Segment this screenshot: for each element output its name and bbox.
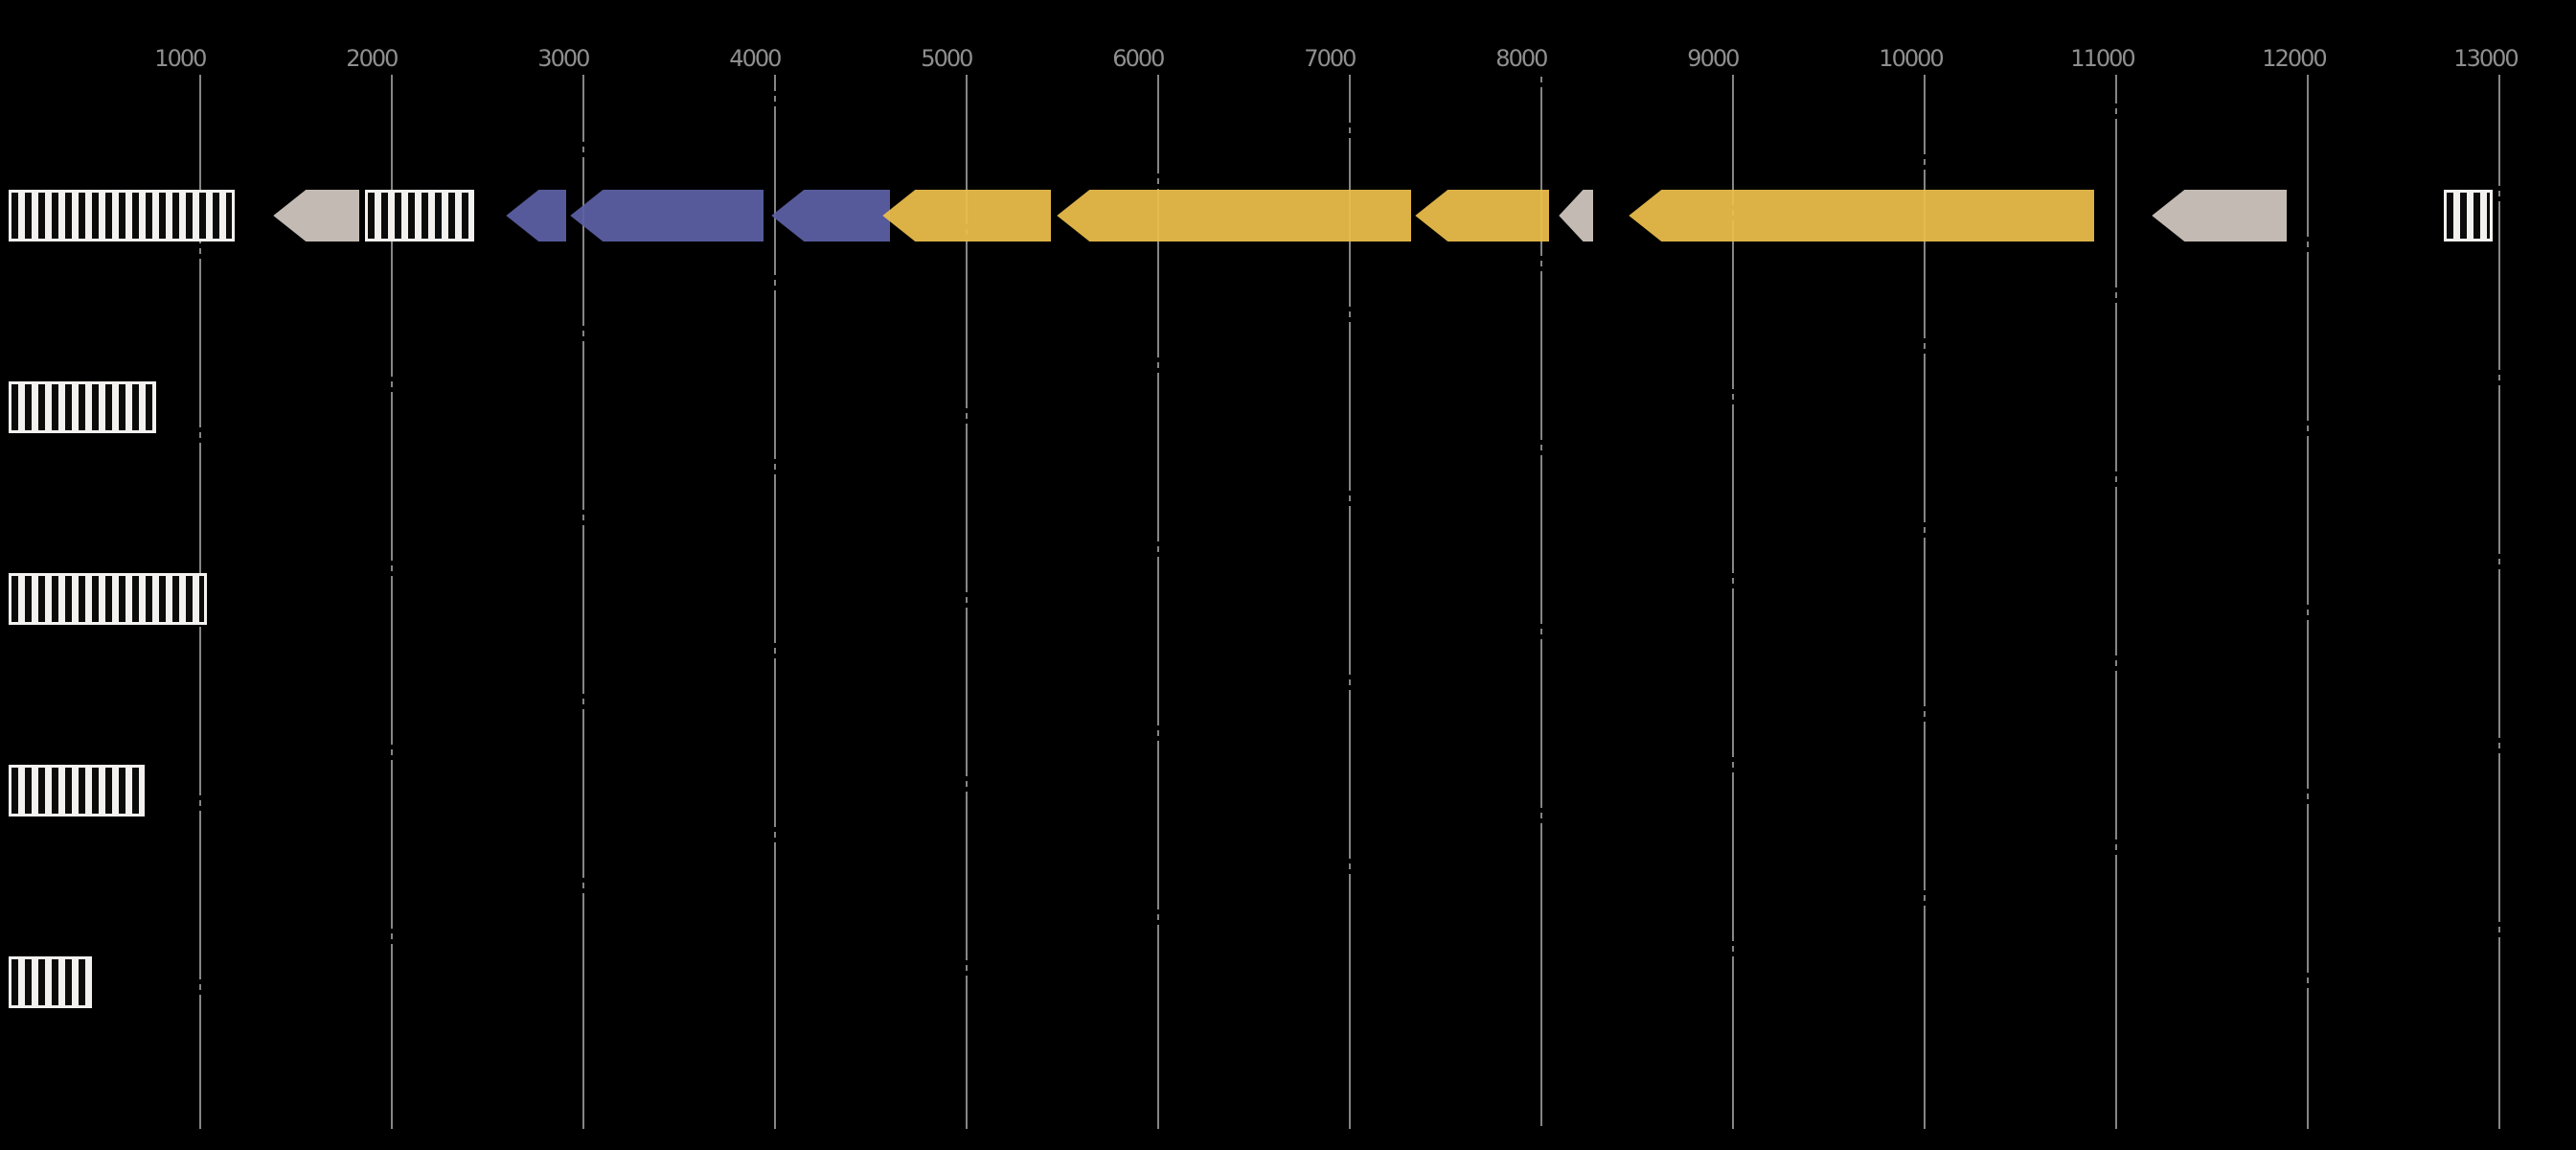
gridline-5000 <box>966 75 969 1129</box>
gene-arrow-purple <box>771 190 891 242</box>
gene-arrow-purple <box>506 190 567 242</box>
gridline-13000 <box>2498 75 2501 1129</box>
gene-arrow-yellow <box>882 190 1052 242</box>
x-tick-label-13000: 13000 <box>2453 45 2519 72</box>
x-tick-label-7000: 7000 <box>1304 45 1356 72</box>
x-tick-label-1000: 1000 <box>154 45 207 72</box>
gene-arrow-yellow <box>1415 190 1550 242</box>
gridline-6000 <box>1157 75 1160 1129</box>
gene-box-hatched <box>365 190 475 242</box>
x-tick-label-8000: 8000 <box>1495 45 1548 72</box>
gene-arrow-yellow <box>1057 190 1412 242</box>
gene-box-hatched <box>9 381 157 433</box>
gridline-8000 <box>1540 75 1543 1129</box>
x-tick-label-6000: 6000 <box>1112 45 1165 72</box>
x-tick-label-2000: 2000 <box>346 45 399 72</box>
gridline-3000 <box>582 75 585 1129</box>
gridline-2000 <box>391 75 394 1129</box>
gene-box-hatched <box>9 573 208 625</box>
gene-arrow-tan <box>273 190 360 242</box>
gene-arrow-tan <box>1559 190 1594 242</box>
gene-box-hatched <box>9 765 146 816</box>
gene-box-hatched <box>9 956 93 1008</box>
x-tick-label-10000: 10000 <box>1879 45 1944 72</box>
gene-arrow-purple <box>570 190 764 242</box>
gridline-9000 <box>1732 75 1735 1129</box>
gridline-11000 <box>2115 75 2118 1129</box>
gridline-4000 <box>774 75 777 1129</box>
gridline-12000 <box>2307 75 2310 1129</box>
x-tick-label-12000: 12000 <box>2262 45 2327 72</box>
gene-arrow-yellow <box>1629 190 2095 242</box>
gene-box-hatched <box>2444 190 2494 242</box>
gene-arrow-tan <box>2152 190 2288 242</box>
x-tick-label-4000: 4000 <box>729 45 782 72</box>
gridline-7000 <box>1349 75 1352 1129</box>
x-tick-label-5000: 5000 <box>921 45 973 72</box>
gene-box-hatched <box>9 190 236 242</box>
x-tick-label-9000: 9000 <box>1687 45 1740 72</box>
gridline-10000 <box>1924 75 1926 1129</box>
x-tick-label-3000: 3000 <box>537 45 590 72</box>
x-tick-label-11000: 11000 <box>2070 45 2135 72</box>
